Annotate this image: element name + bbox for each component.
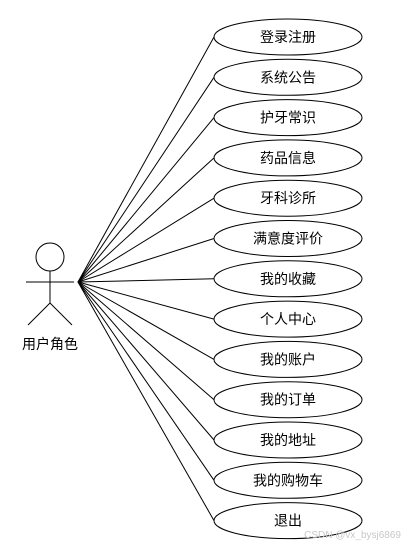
use-case-ellipse [213, 340, 363, 378]
use-case: 登录注册 [213, 18, 363, 56]
use-case-label: 护牙常识 [260, 111, 316, 127]
use-case-ellipse [213, 260, 363, 298]
association-line [77, 117, 215, 283]
use-case: 系统公告 [213, 58, 363, 96]
association-line [77, 281, 215, 360]
association-line [77, 281, 215, 320]
association-line [77, 77, 215, 283]
use-case-label: 牙科诊所 [260, 191, 316, 207]
actor-head [35, 242, 65, 272]
use-case-label: 登录注册 [260, 30, 316, 46]
use-case-ellipse [213, 461, 363, 499]
use-case-ellipse [213, 502, 363, 540]
use-case-ellipse [213, 58, 363, 96]
association-line [77, 278, 215, 283]
use-case: 我的地址 [213, 421, 363, 459]
actor-left-leg [27, 302, 51, 326]
association-line [77, 281, 215, 441]
use-case-label: 我的收藏 [260, 272, 316, 288]
use-case-ellipse [213, 139, 363, 177]
actor-label: 用户角色 [22, 336, 78, 353]
association-line [77, 157, 215, 283]
watermark: CSDN @vx_bysj6869 [304, 530, 401, 541]
use-case: 个人中心 [213, 300, 363, 338]
use-case-label: 满意度评价 [253, 231, 323, 248]
use-case-label: 我的购物车 [253, 472, 323, 489]
association-line [77, 281, 215, 521]
use-case-ellipse [213, 421, 363, 459]
use-case-label: 我的地址 [260, 433, 316, 449]
use-case-label: 退出 [274, 514, 302, 530]
use-case-ellipse [213, 99, 363, 137]
use-case: 退出 [213, 502, 363, 540]
actor-right-leg [49, 302, 73, 326]
use-case: 护牙常识 [213, 99, 363, 137]
use-case-ellipse [213, 381, 363, 419]
use-case-label: 我的账户 [260, 351, 316, 368]
use-case-ellipse [213, 300, 363, 338]
use-case-list: 登录注册系统公告护牙常识药品信息牙科诊所满意度评价我的收藏个人中心我的账户我的订… [213, 18, 363, 540]
use-case-ellipse [213, 18, 363, 56]
use-case: 满意度评价 [213, 220, 363, 257]
association-line [77, 281, 215, 401]
actor-user-role: 用户角色 [22, 242, 78, 353]
association-line [77, 36, 215, 283]
use-case-label: 我的订单 [260, 393, 316, 409]
association-line [77, 281, 215, 481]
use-case: 我的账户 [213, 340, 363, 378]
use-case-ellipse [213, 179, 363, 217]
use-case-ellipse [213, 220, 363, 257]
use-case-label: 个人中心 [260, 312, 316, 328]
association-line [77, 197, 215, 283]
use-case-label: 系统公告 [260, 70, 316, 86]
use-case-label: 药品信息 [260, 150, 316, 167]
association-line [77, 238, 215, 283]
use-case: 药品信息 [213, 139, 363, 177]
use-case: 我的收藏 [213, 260, 363, 298]
association-lines [77, 36, 215, 521]
use-case: 我的订单 [213, 381, 363, 419]
use-case: 牙科诊所 [213, 179, 363, 217]
use-case: 我的购物车 [213, 461, 363, 499]
